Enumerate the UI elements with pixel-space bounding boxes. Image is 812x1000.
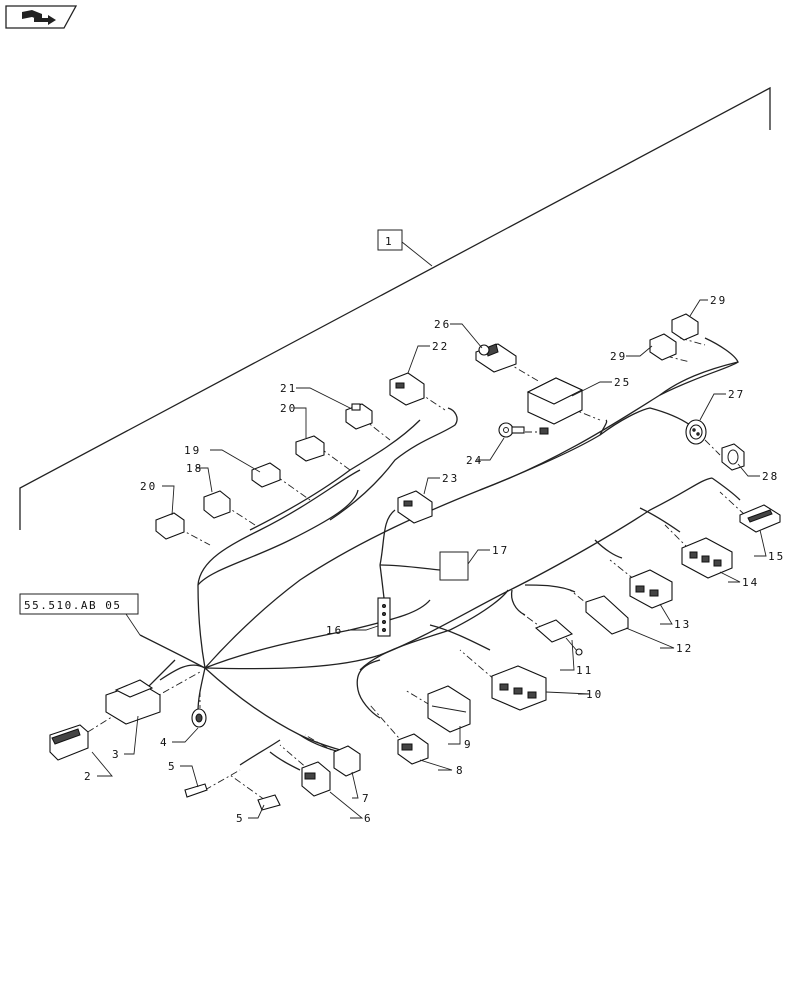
- connector-part-12: [585, 595, 629, 635]
- terminal-part-5a: [184, 783, 208, 798]
- callout-23: 23: [442, 472, 459, 485]
- connector-part-11: [534, 619, 583, 656]
- ring-terminal-part-24: [498, 422, 549, 438]
- terminal-part-29b: [649, 333, 677, 361]
- connector-part-21: [345, 403, 373, 430]
- dash-leaders: [74, 337, 746, 801]
- callout-28: 28: [762, 470, 779, 483]
- callout-21: 21: [280, 382, 297, 395]
- nav-button[interactable]: [4, 4, 78, 30]
- callout-22: 22: [432, 340, 449, 353]
- callout-26: 26: [434, 318, 451, 331]
- callout-27: 27: [728, 388, 745, 401]
- relay-part-25: [526, 377, 584, 425]
- connector-part-3: [105, 679, 161, 725]
- connector-part-9: [427, 685, 471, 733]
- callout-16: 16: [326, 624, 343, 637]
- callout-15: 15: [768, 550, 785, 563]
- connector-part-16: [377, 597, 391, 637]
- book-arrow-icon: [5, 5, 78, 29]
- callout-8: 8: [456, 764, 465, 777]
- connector-part-19: [251, 462, 281, 488]
- callout-3: 3: [112, 748, 121, 761]
- connector-part-13: [629, 569, 673, 609]
- callout-4: 4: [160, 736, 169, 749]
- callout-2: 2: [84, 770, 93, 783]
- reference-label: 55.510.AB 05: [24, 599, 121, 612]
- callout-5a: 5: [168, 760, 177, 773]
- callout-9: 9: [464, 738, 473, 751]
- callout-14: 14: [742, 576, 759, 589]
- connector-part-18: [203, 490, 231, 519]
- harness-wires: [119, 337, 741, 771]
- callout-7: 7: [362, 792, 371, 805]
- connector-part-15: [739, 504, 781, 533]
- connector-part-10: [491, 665, 547, 711]
- callout-17: 17: [492, 544, 509, 557]
- callout-12: 12: [676, 642, 693, 655]
- fuse-holder-part-26: [475, 343, 517, 373]
- assembly-bracket: [19, 86, 771, 530]
- label-box-part-17: [439, 551, 469, 581]
- connector-part-14: [681, 537, 733, 579]
- callout-25: 25: [614, 376, 631, 389]
- hex-nut-part-28: [721, 443, 745, 471]
- assembly-callout-text: 1: [385, 235, 394, 248]
- connector-part-20b: [295, 435, 325, 462]
- callout-13: 13: [674, 618, 691, 631]
- callout-29b: 29: [610, 350, 627, 363]
- connector-part-7: [333, 745, 361, 777]
- connector-part-22: [389, 372, 425, 406]
- connector-part-23: [397, 490, 433, 524]
- callout-18: 18: [186, 462, 203, 475]
- assembly-callout-box: 1: [377, 229, 403, 251]
- connector-part-20a: [155, 512, 185, 540]
- callout-20a: 20: [140, 480, 157, 493]
- callout-11: 11: [576, 664, 593, 677]
- grommet-part-4: [191, 708, 207, 728]
- round-connector-part-27: [685, 419, 707, 445]
- connector-parts: [49, 313, 781, 811]
- callout-numbers: 2 3 4 5 5 6 7 8 9 10 11 12 13 14 15 16 1…: [84, 294, 785, 825]
- callout-19: 19: [184, 444, 201, 457]
- callout-5b: 5: [236, 812, 245, 825]
- callout-20b: 20: [280, 402, 297, 415]
- callout-6: 6: [364, 812, 373, 825]
- reference-link[interactable]: 55.510.AB 05: [19, 593, 141, 636]
- callout-29a: 29: [710, 294, 727, 307]
- callout-10: 10: [586, 688, 603, 701]
- connector-part-6: [301, 761, 331, 797]
- connector-part-2: [49, 724, 89, 761]
- connector-part-8: [397, 733, 429, 765]
- callout-24: 24: [466, 454, 483, 467]
- terminal-part-29a: [671, 313, 699, 341]
- callout-leaders: [91, 299, 767, 819]
